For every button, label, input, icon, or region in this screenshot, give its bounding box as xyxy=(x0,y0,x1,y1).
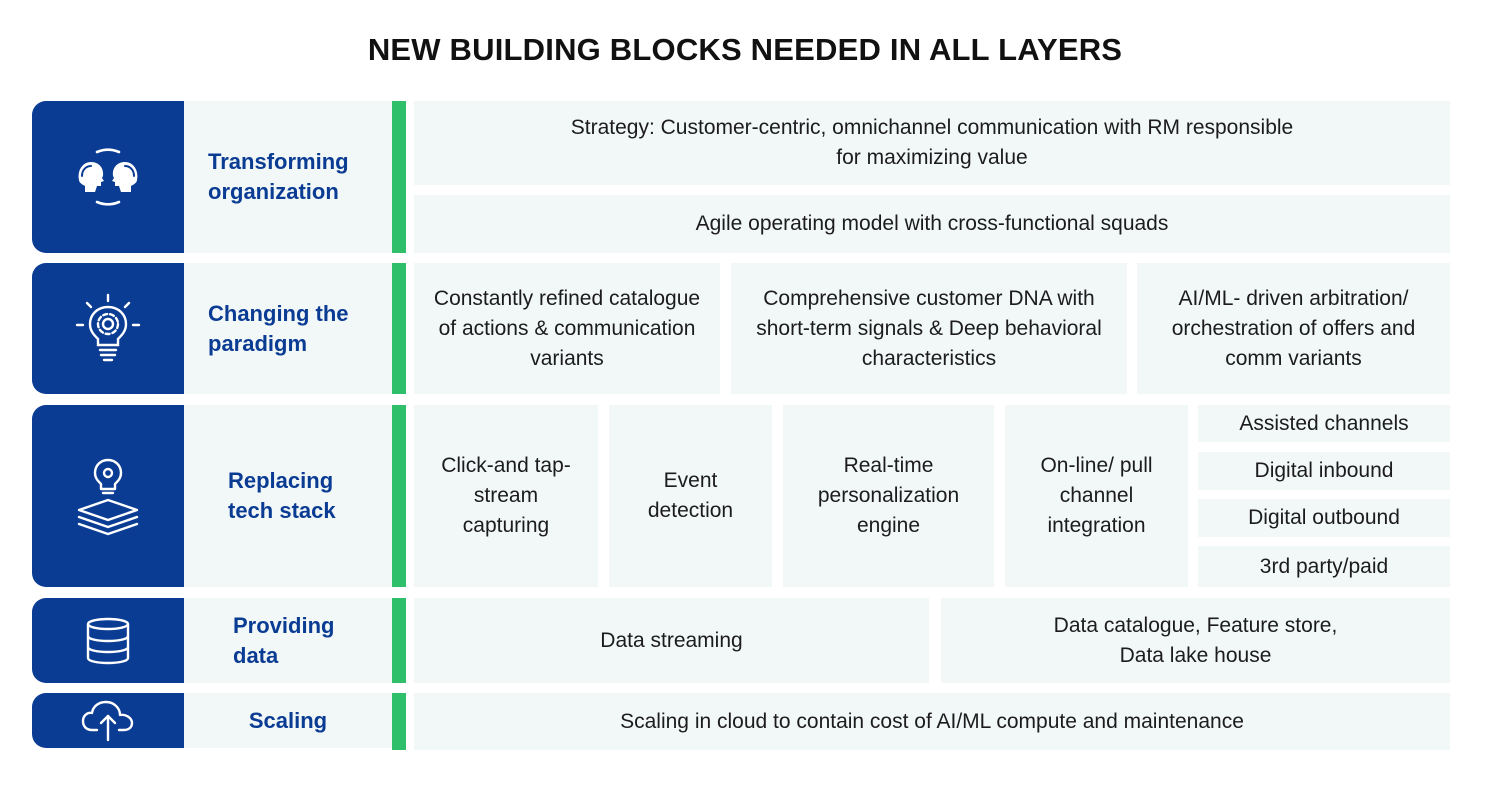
channel-cell: 3rd party/paid xyxy=(1198,546,1450,587)
block-cell: Strategy: Customer-centric, omnichannel … xyxy=(414,101,1450,185)
channel-cell: Assisted channels xyxy=(1198,405,1450,442)
block-cell: AI/ML- driven arbitration/ orchestration… xyxy=(1137,263,1450,394)
database-icon xyxy=(83,616,133,666)
row-label-cell: Replacing tech stack xyxy=(184,405,392,587)
channel-cell: Digital inbound xyxy=(1198,452,1450,490)
block-cell: Event detection xyxy=(609,405,772,587)
row-label: Replacing tech stack xyxy=(228,468,336,523)
block-cell: Scaling in cloud to contain cost of AI/M… xyxy=(414,693,1450,750)
row-label: Providing data xyxy=(233,612,335,668)
row-label: Changing the paradigm xyxy=(208,300,349,356)
block-cell: Real-time personalization engine xyxy=(783,405,994,587)
green-divider xyxy=(392,263,406,394)
block-cell: Constantly refined catalogue of actions … xyxy=(414,263,720,394)
row-icon-box xyxy=(32,101,184,253)
row-label-cell: Changing the paradigm xyxy=(184,263,392,394)
block-cell: Agile operating model with cross-functio… xyxy=(414,195,1450,253)
row-label-cell: Scaling xyxy=(184,693,392,748)
row-icon-box xyxy=(32,693,184,748)
block-cell: Comprehensive customer DNA with short-te… xyxy=(731,263,1127,394)
row-label-cell: Transforming organization xyxy=(184,101,392,253)
green-divider xyxy=(392,405,406,587)
block-cell: Data catalogue, Feature store, Data lake… xyxy=(941,598,1450,683)
people-exchange-icon xyxy=(73,146,143,208)
green-divider xyxy=(392,598,406,683)
row-label-cell: Providing data xyxy=(184,598,392,683)
block-cell: On-line/ pull channel integration xyxy=(1005,405,1188,587)
page-title: NEW BUILDING BLOCKS NEEDED IN ALL LAYERS xyxy=(367,32,1123,67)
row-icon-box xyxy=(32,598,184,683)
block-cell: Data streaming xyxy=(414,598,929,683)
green-divider xyxy=(392,101,406,253)
row-label: Scaling xyxy=(248,707,328,733)
layered-stack-bulb-icon xyxy=(73,456,143,536)
lightbulb-gear-icon xyxy=(73,293,143,365)
channel-cell: Digital outbound xyxy=(1198,499,1450,537)
row-icon-box xyxy=(32,405,184,587)
row-icon-box xyxy=(32,263,184,394)
cloud-upload-icon xyxy=(80,700,136,742)
green-divider xyxy=(392,693,406,750)
block-cell: Click-and tap-stream capturing xyxy=(414,405,598,587)
row-label: Transforming organization xyxy=(208,149,349,204)
